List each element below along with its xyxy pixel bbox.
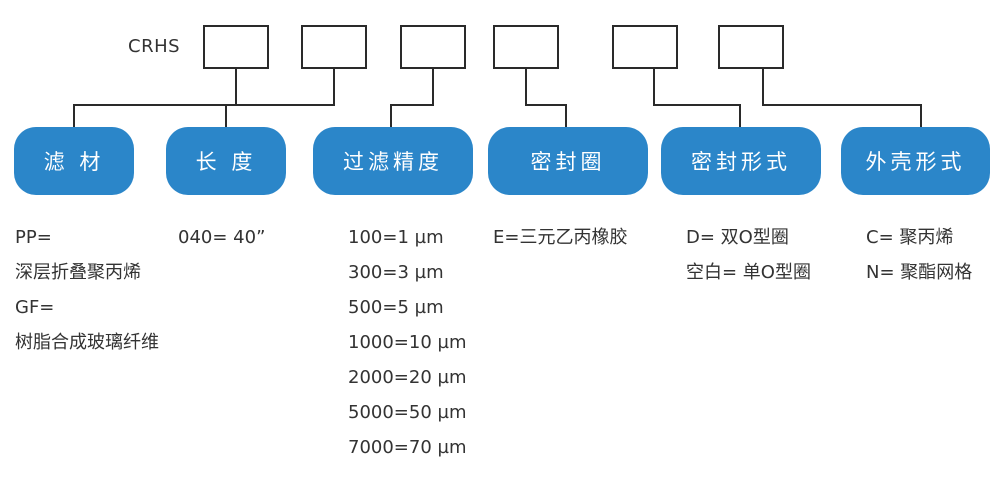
category-seal-type: 密封形式: [661, 127, 821, 195]
category-label: 外壳形式: [865, 150, 966, 174]
connector-3: [525, 69, 567, 127]
options-gasket: E=三元乙丙橡胶: [493, 226, 627, 261]
option-line: N= 聚酯网格: [866, 262, 973, 283]
options-filter-media: PP= 深层折叠聚丙烯 GF= 树脂合成玻璃纤维: [15, 226, 159, 366]
option-line: 2000=20 µm: [348, 367, 467, 388]
code-slot-3: [493, 25, 559, 69]
option-line: PP=: [15, 227, 52, 248]
category-filter-media: 滤 材: [14, 127, 134, 195]
connector-4: [653, 69, 741, 127]
option-line: 树脂合成玻璃纤维: [15, 332, 159, 353]
option-line: 5000=50 µm: [348, 402, 467, 423]
options-filtration-rating: 100=1 µm 300=3 µm 500=5 µm 1000=10 µm 20…: [348, 226, 467, 471]
options-housing-type: C= 聚丙烯 N= 聚酯网格: [866, 226, 972, 296]
code-slot-1: [301, 25, 367, 69]
code-slot-2: [400, 25, 466, 69]
option-line: C= 聚丙烯: [866, 227, 954, 248]
options-length: 040= 40”: [178, 226, 265, 261]
options-seal-type: D= 双O型圈 空白= 单O型圈: [686, 226, 811, 296]
connector-5: [762, 69, 922, 127]
option-line: 300=3 µm: [348, 262, 444, 283]
option-line: 空白= 单O型圈: [686, 262, 811, 283]
model-prefix: CRHS: [128, 36, 181, 57]
category-label: 滤 材: [43, 150, 105, 174]
code-slot-4: [612, 25, 678, 69]
category-label: 密封形式: [691, 150, 791, 174]
category-label: 过滤精度: [343, 150, 443, 174]
option-line: 1000=10 µm: [348, 332, 467, 353]
option-line: D= 双O型圈: [686, 227, 789, 248]
option-line: GF=: [15, 297, 55, 318]
option-line: 7000=70 µm: [348, 437, 467, 458]
connector-0: [73, 69, 237, 127]
category-housing-type: 外壳形式: [841, 127, 990, 195]
category-label: 密封圈: [530, 150, 606, 174]
option-line: E=三元乙丙橡胶: [493, 227, 628, 248]
connector-1: [225, 69, 335, 127]
option-line: 100=1 µm: [348, 227, 444, 248]
code-slot-0: [203, 25, 269, 69]
option-line: 深层折叠聚丙烯: [15, 262, 141, 283]
code-slot-5: [718, 25, 784, 69]
option-line: 500=5 µm: [348, 297, 444, 318]
category-label: 长 度: [195, 150, 257, 174]
category-gasket: 密封圈: [488, 127, 648, 195]
connector-2: [390, 69, 434, 127]
category-length: 长 度: [166, 127, 286, 195]
option-line: 040= 40”: [178, 227, 266, 248]
category-filtration-rating: 过滤精度: [313, 127, 473, 195]
